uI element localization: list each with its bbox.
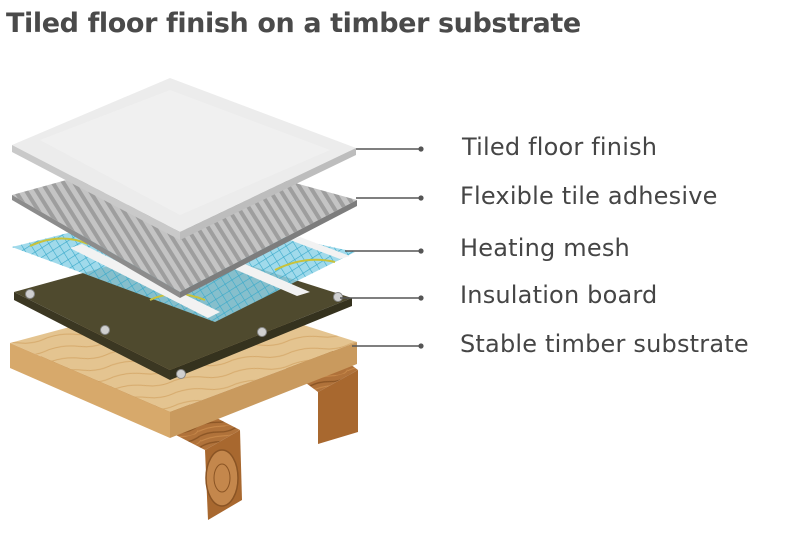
board-fixing [333,292,343,302]
leader-dot [418,146,424,152]
leader-dot [418,248,424,254]
diagram-title: Tiled floor finish on a timber substrate [6,8,581,39]
leader-dot [418,295,424,301]
label-tiled-floor-finish: Tiled floor finish [462,133,658,161]
label-heating-mesh: Heating mesh [460,234,630,262]
label-stable-timber-substrate: Stable timber substrate [460,330,749,358]
board-fixing [257,327,267,337]
board-fixing [25,289,35,299]
leader-lines [340,148,420,347]
tile-layer [12,78,356,240]
board-fixing [176,369,186,379]
label-flexible-tile-adhesive: Flexible tile adhesive [460,182,718,210]
label-insulation-board: Insulation board [460,281,658,309]
board-fixing [100,325,110,335]
leader-dot [418,195,424,201]
leader-dot [418,343,424,349]
joist-back-end [318,370,358,444]
